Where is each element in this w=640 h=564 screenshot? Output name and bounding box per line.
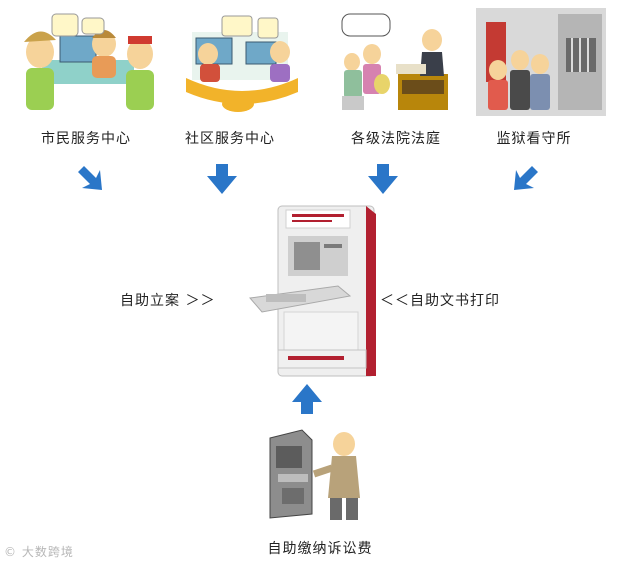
source-label-community-service-center: 社区服务中心 [185,131,275,147]
source-label-court: 各级法院法庭 [351,131,441,147]
diagonal-down-right-arrow-icon [72,160,108,196]
citizen-service-center-illustration [12,8,162,116]
court-illustration [336,8,456,116]
up-arrow-icon [290,382,324,416]
prison-illustration [476,8,606,116]
source-label-citizen-service-center: 市民服务中心 [41,131,131,147]
down-arrow-icon [205,162,239,196]
self-service-kiosk-illustration [248,200,388,380]
watermark: © 大数跨境 [4,545,74,559]
self-pay-litigation-fee-label: 自助缴纳诉讼费 [267,541,373,557]
payment-kiosk-person-illustration [262,418,372,526]
down-arrow-icon [366,162,400,196]
self-document-printing-label: ＜＜自助文书打印 [380,293,500,309]
source-label-prison: 监狱看守所 [496,131,572,147]
diagonal-down-left-arrow-icon [508,160,544,196]
self-filing-label: 自助立案 ＞＞ [120,293,216,309]
community-service-center-illustration [182,8,302,116]
